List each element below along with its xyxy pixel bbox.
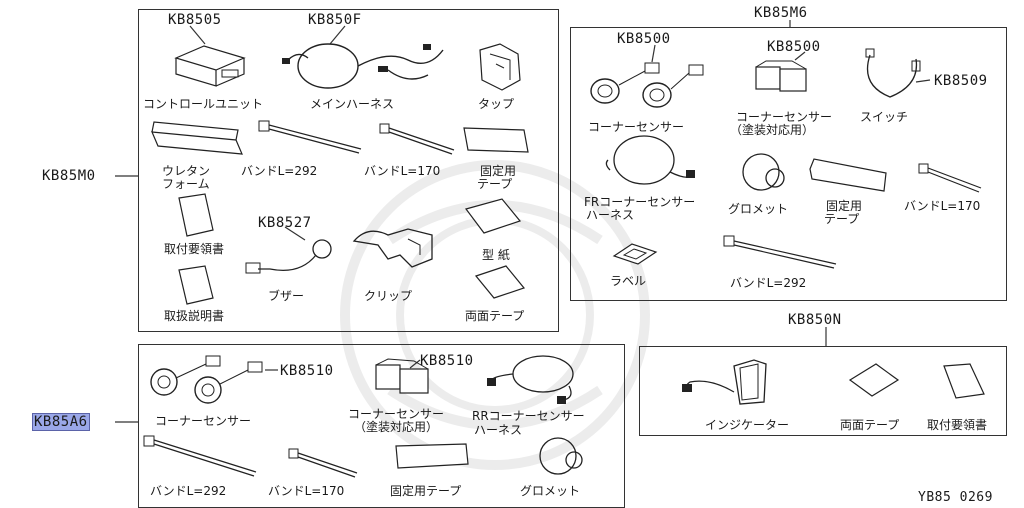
indicator-drawing [682, 359, 767, 405]
group-code-kb850n: KB850N [788, 312, 842, 328]
label-band-292-rr: バンドL=292 [150, 484, 227, 498]
install-manual-n-drawing [943, 363, 985, 399]
group-code-kb85m0: KB85M0 [42, 168, 96, 184]
group-box-kb85m0 [138, 9, 559, 332]
band-170-m6-drawing [918, 163, 982, 193]
code-buzzer: KB8527 [258, 215, 312, 231]
tap-drawing [479, 43, 521, 91]
grommet-drawing [742, 153, 785, 191]
corner-sensor-painted-rr-drawing [375, 358, 429, 394]
group-code-kb85a6[interactable]: KB85A6 [32, 413, 90, 431]
switch-drawing [865, 48, 921, 98]
control-unit-drawing [174, 45, 246, 87]
label-label-sticker: ラベル [610, 274, 647, 288]
install-manual-drawing [178, 193, 214, 237]
label-rr-harness-1: RRコーナーセンサー [472, 409, 585, 423]
double-tape-drawing [474, 265, 526, 299]
band-292-rr-drawing [143, 435, 257, 477]
label-grommet: グロメット [728, 202, 789, 216]
group-box-kb85m6 [570, 27, 1007, 301]
handling-manual-drawing [178, 265, 214, 305]
band-170-drawing [379, 123, 455, 155]
label-corner-sensor-painted-1: コーナーセンサー [736, 110, 833, 124]
label-handling-manual: 取扱説明書 [164, 309, 225, 323]
label-install-manual: 取付要領書 [164, 242, 225, 256]
label-corner-sensor-painted-2: （塗装対応用） [730, 123, 815, 137]
label-control-unit: コントロールユニット [143, 97, 264, 111]
band-292-drawing [258, 120, 362, 154]
label-corner-sensor-painted-rr-2: （塗装対応用） [354, 420, 439, 434]
code-main-harness: KB850F [308, 12, 362, 28]
rr-harness-drawing [487, 355, 574, 404]
label-band-292: バンドL=292 [241, 164, 318, 178]
label-install-manual-n: 取付要領書 [927, 418, 988, 432]
fr-harness-drawing [605, 135, 695, 185]
label-band-170-m6: バンドL=170 [904, 199, 981, 213]
label-urethane-1: ウレタン [162, 164, 211, 178]
label-fr-harness-1: FRコーナーセンサー [584, 195, 696, 209]
code-corner-sensor: KB8500 [617, 31, 671, 47]
label-band-292-m6: バンドL=292 [730, 276, 807, 290]
code-corner-sensor-painted-rr: KB8510 [420, 353, 474, 369]
group-code-kb85m6: KB85M6 [754, 5, 808, 21]
label-rr-harness-2: ハーネス [474, 423, 523, 437]
urethane-foam-drawing [151, 121, 243, 155]
figure-id: YB85 0269 [918, 490, 993, 505]
label-template: 型 紙 [482, 248, 510, 262]
band-292-m6-drawing [723, 235, 837, 269]
label-band-170: バンドL=170 [364, 164, 441, 178]
code-control-unit: KB8505 [168, 12, 222, 28]
label-fr-harness-2: ハーネス [586, 208, 635, 222]
code-corner-sensor-rr: KB8510 [280, 363, 334, 379]
label-clip: クリップ [364, 289, 413, 303]
corner-sensor-painted-drawing [755, 60, 807, 92]
label-switch: スイッチ [860, 110, 909, 124]
buzzer-drawing [245, 239, 332, 274]
label-tap: タップ [478, 97, 515, 111]
label-corner-sensor-painted-rr-1: コーナーセンサー [348, 407, 445, 421]
label-grommet-rr: グロメット [520, 484, 581, 498]
label-sticker-drawing [612, 243, 658, 265]
corner-sensor-pair-drawing [590, 62, 704, 108]
label-double-tape-n: 両面テープ [840, 418, 900, 432]
label-buzzer: ブザー [268, 289, 305, 303]
label-double-tape: 両面テープ [465, 309, 525, 323]
band-170-rr-drawing [288, 448, 358, 478]
corner-sensor-rr-drawing [150, 355, 263, 404]
fixing-tape-m6-drawing [809, 158, 887, 192]
label-fixing-tape-rr: 固定用テープ [390, 484, 462, 498]
label-corner-sensor-rr: コーナーセンサー [155, 414, 252, 428]
clip-drawing [352, 228, 433, 268]
fixing-tape-drawing [463, 127, 529, 153]
label-urethane-2: フォーム [162, 177, 210, 191]
main-harness-drawing [282, 43, 444, 89]
group-box-kb850n [639, 346, 1007, 436]
code-switch: KB8509 [934, 73, 988, 89]
label-fixing-tape-m6-2: テープ [824, 212, 860, 226]
label-indicator: インジケーター [705, 418, 790, 432]
code-corner-sensor-painted: KB8500 [767, 39, 821, 55]
double-tape-n-drawing [848, 363, 900, 397]
label-fixing-tape-m6-1: 固定用 [826, 199, 863, 213]
label-fixing-tape-2: テープ [477, 177, 513, 191]
label-corner-sensor: コーナーセンサー [588, 120, 685, 134]
fixing-tape-rr-drawing [395, 443, 469, 469]
template-drawing [464, 198, 522, 234]
label-main-harness: メインハーネス [310, 97, 395, 111]
grommet-rr-drawing [539, 437, 583, 475]
label-fixing-tape-1: 固定用 [480, 164, 517, 178]
label-band-170-rr: バンドL=170 [268, 484, 345, 498]
